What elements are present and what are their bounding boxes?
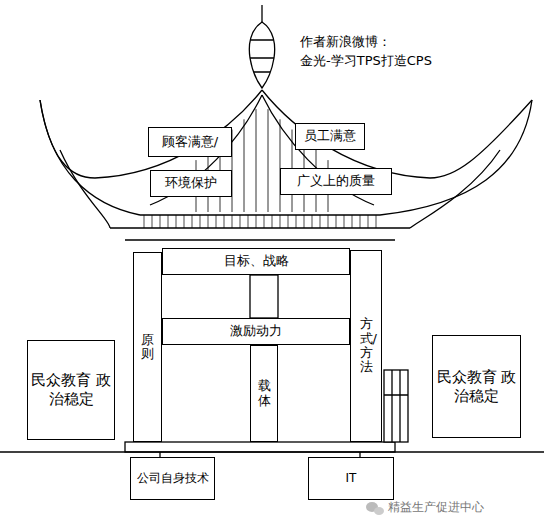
roof-tile <box>184 215 185 228</box>
roof-tile <box>312 215 313 228</box>
pillar-box: 载体 <box>250 345 278 442</box>
node-text: 目标、战略 <box>224 253 289 269</box>
node-text: 方式/方法 <box>360 317 373 374</box>
roof-tile <box>192 215 193 228</box>
roof-tile <box>152 215 153 228</box>
roof-left <box>40 90 262 178</box>
roof-box: 广义上的质量 <box>280 168 392 195</box>
eave-right <box>380 100 532 215</box>
roof-tile <box>296 215 297 228</box>
roof-rib <box>280 119 281 212</box>
node-text: 民众教育 政治稳定 <box>433 368 520 406</box>
foundation-box: IT <box>308 457 394 500</box>
roof-tile <box>320 215 321 228</box>
watermark-text: 精益生产促进中心 <box>388 500 484 514</box>
roof-tile <box>256 215 257 228</box>
wechat-icon <box>366 502 384 515</box>
roof-tile <box>328 215 329 228</box>
roof-tile <box>360 215 361 228</box>
roof-tile <box>160 215 161 228</box>
roof-tile <box>280 215 281 228</box>
beam-box: 激励动力 <box>162 318 350 345</box>
node-text: 广义上的质量 <box>297 173 375 189</box>
roof-box: 顾客满意/ <box>148 127 232 157</box>
side-box: 民众教育 政治稳定 <box>27 340 115 440</box>
node-text: 载体 <box>258 379 271 408</box>
node-text: 激励动力 <box>230 323 282 339</box>
roof-tile <box>240 215 241 228</box>
eave-left <box>40 100 140 215</box>
spire <box>261 5 262 22</box>
roof-tile <box>176 215 177 228</box>
watermark: 精益生产促进中心 <box>388 499 484 516</box>
node-text: 民众教育 政治稳定 <box>28 371 114 409</box>
roof-tile <box>304 215 305 228</box>
roof-tile <box>216 215 217 228</box>
roof-rib <box>268 109 269 212</box>
roof-tiles <box>144 215 376 228</box>
roof-tile <box>368 215 369 228</box>
author-note-text: 金光-学习TPS打造CPS <box>300 53 432 68</box>
author-note: 金光-学习TPS打造CPS <box>300 52 432 70</box>
roof-tile <box>200 215 201 228</box>
finial <box>249 22 274 88</box>
roof-tile <box>336 215 337 228</box>
roof-tile <box>224 215 225 228</box>
roof-tile <box>232 215 233 228</box>
roof-tile <box>288 215 289 228</box>
roof-tile <box>168 215 169 228</box>
roof-tile <box>248 215 249 228</box>
roof-box: 员工满意 <box>295 123 365 150</box>
node-text: 员工满意 <box>304 128 356 144</box>
finial-rings <box>250 40 274 72</box>
platform <box>125 442 395 452</box>
node-text: 顾客满意/ <box>162 134 218 150</box>
pillar-segment <box>250 275 278 318</box>
pillar-box: 方式/方法 <box>350 250 382 442</box>
author-note-text: 作者新浪微博： <box>300 34 391 49</box>
roof-tile <box>208 215 209 228</box>
foundation-box: 公司自身技术 <box>130 457 215 500</box>
eave-band <box>110 215 410 240</box>
roof-rib <box>256 109 257 212</box>
ground-line <box>0 451 544 452</box>
beam-box: 目标、战略 <box>162 248 350 275</box>
node-text: 原则 <box>141 333 154 362</box>
roof-tile <box>272 215 273 228</box>
roof-tile <box>144 215 145 228</box>
author-note: 作者新浪微博： <box>300 33 391 51</box>
side-box: 民众教育 政治稳定 <box>432 335 521 438</box>
roof-tile <box>352 215 353 228</box>
roof-tile <box>376 215 377 228</box>
roof-tile <box>344 215 345 228</box>
roof-right <box>262 90 532 178</box>
node-text: 公司自身技术 <box>137 471 209 486</box>
railing-bars <box>384 370 408 442</box>
node-text: IT <box>346 471 357 486</box>
roof-tile <box>264 215 265 228</box>
pillar-box: 原则 <box>133 252 162 442</box>
roof-box: 环境保护 <box>150 170 232 197</box>
railing <box>384 370 408 442</box>
node-text: 环境保护 <box>165 175 217 191</box>
roof-rib <box>244 119 245 212</box>
